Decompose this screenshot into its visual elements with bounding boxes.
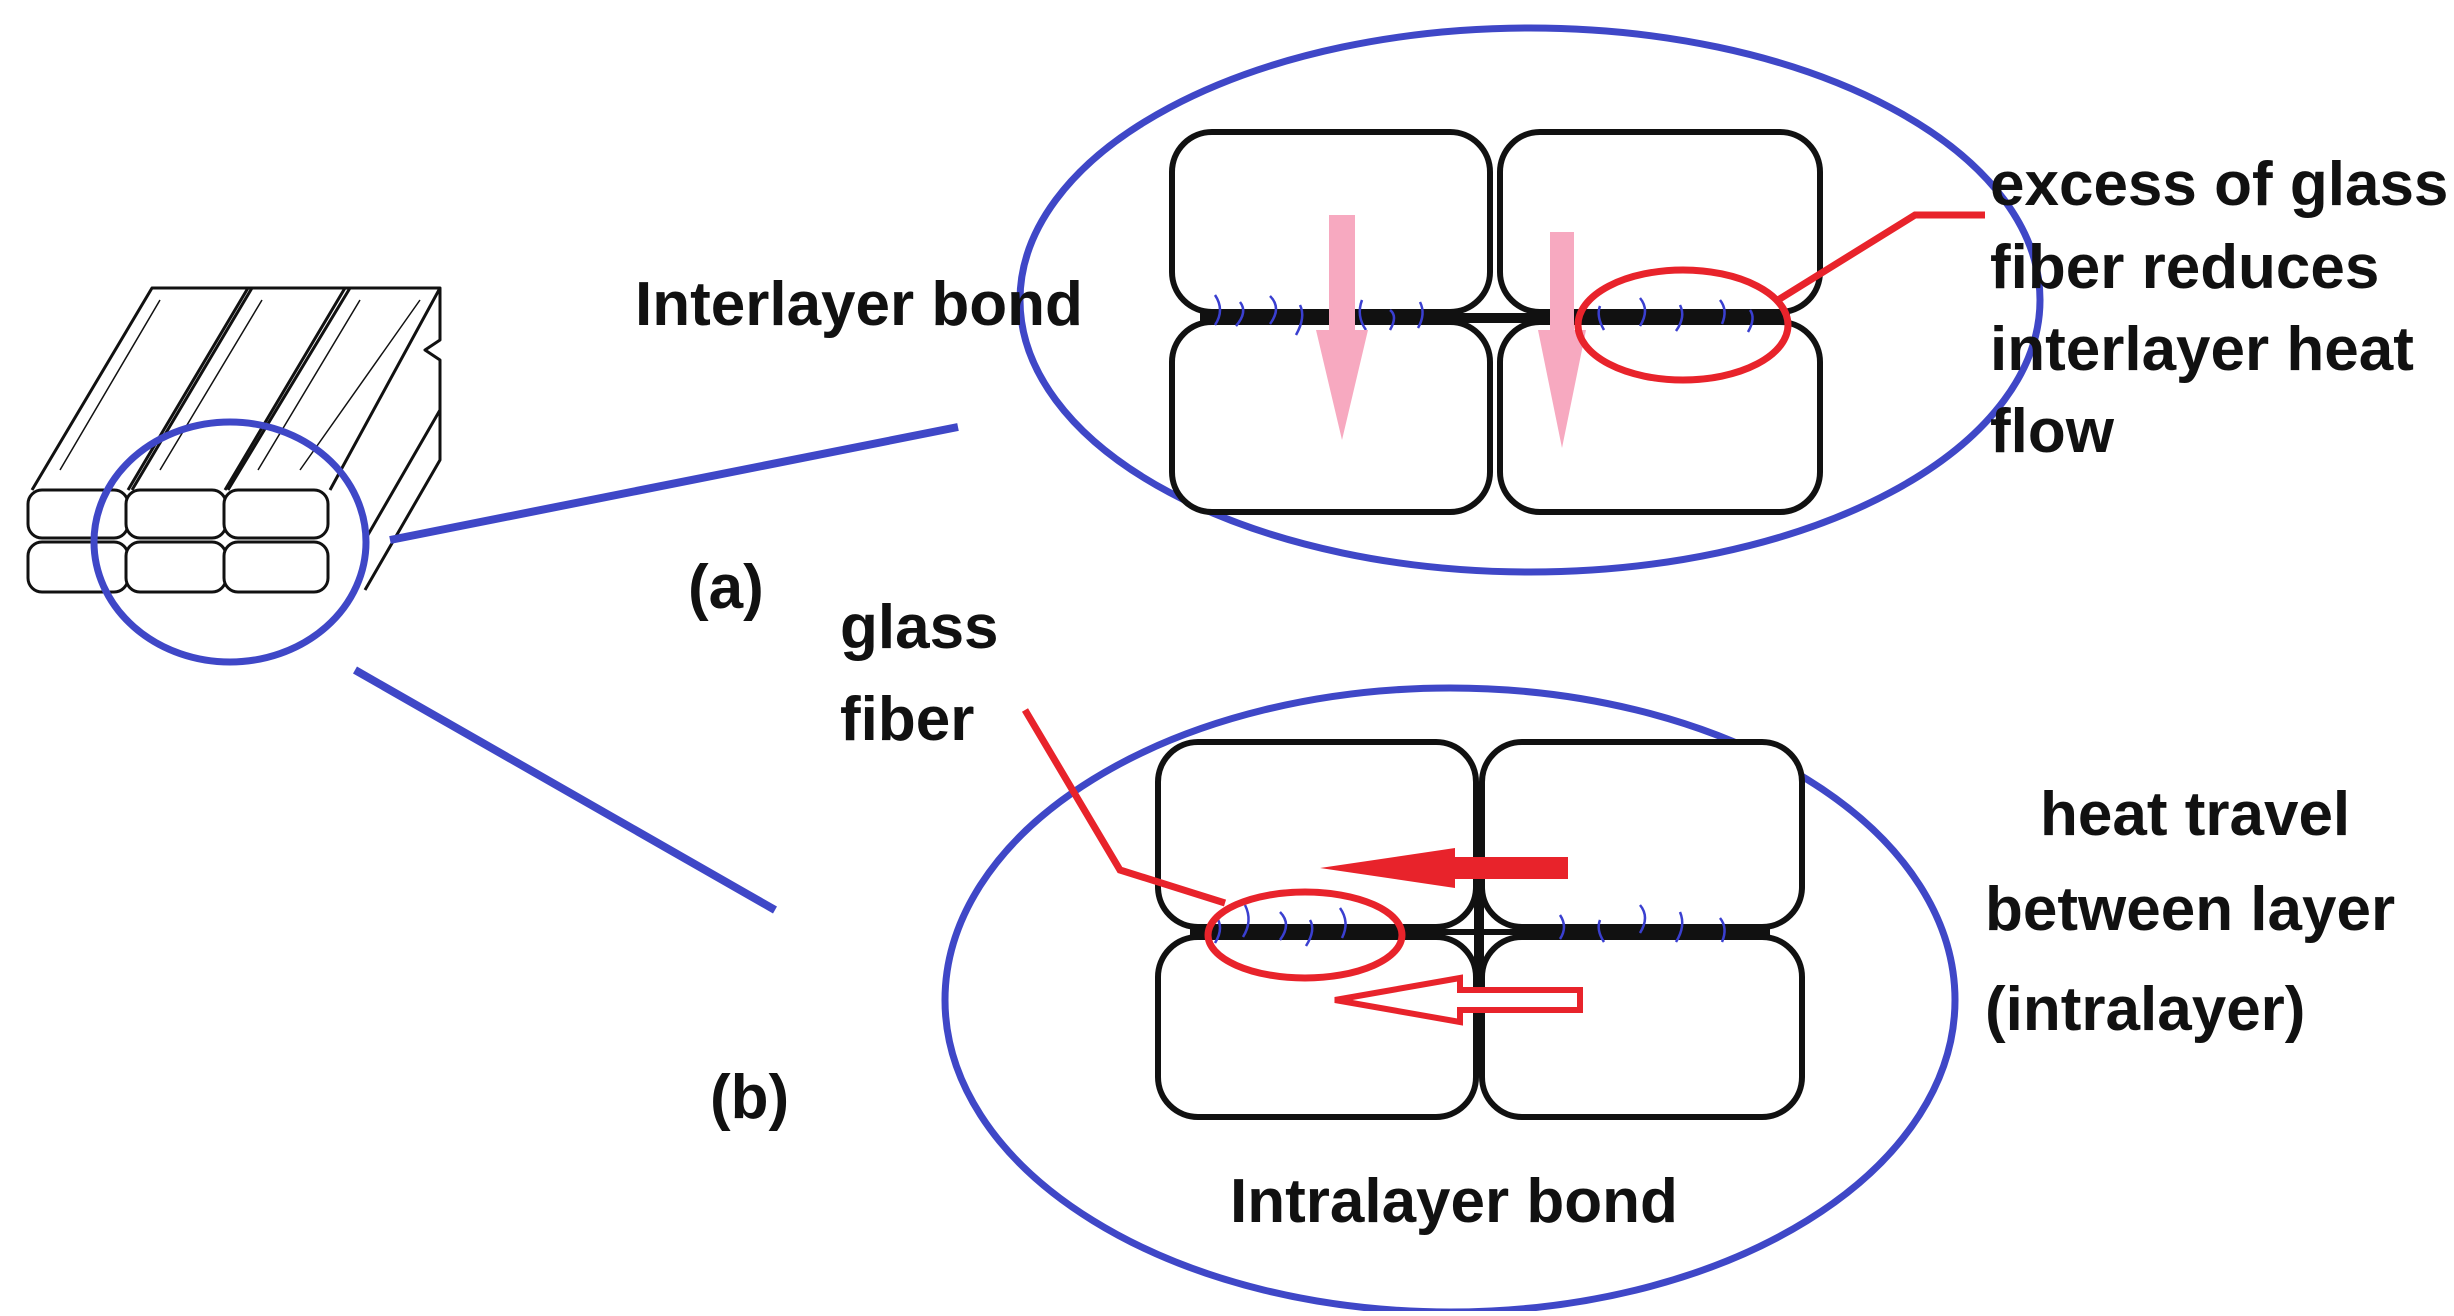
glass-fiber-highlight [1204,888,1406,982]
interlayer-title: Interlayer bond [635,270,1083,339]
side-face [363,288,442,591]
road-top-3 [223,286,442,491]
road-fiber-hint [59,299,421,471]
heat-travel-line-3: (intralayer) [1985,975,2305,1044]
front-bead [222,540,330,594]
bead [1479,739,1805,930]
excess-note-line-3: interlayer heat [1990,315,2414,384]
heat-arrow-down [1538,232,1586,448]
heat-arrow-down [1316,215,1368,440]
beads-b [1155,739,1805,1120]
heat-travel-line-2: between layer [1985,875,2395,944]
printed-part [26,286,442,594]
glass-fiber-pointer [1021,708,1227,907]
panel-a-label: (a) [688,553,764,622]
front-bead [26,540,130,594]
zoom-circle [90,418,370,666]
front-bead [222,488,330,540]
glass-fiber-label-line-1: glass [840,593,999,662]
panel-b-label: (b) [710,1063,789,1132]
excess-pointer [1776,211,1985,303]
glass-fibers-b [1213,904,1726,947]
connector-line-b [353,666,777,914]
glass-fiber-label-line-2: fiber [840,685,974,754]
front-bead [124,488,228,540]
intralayer-title: Intralayer bond [1230,1167,1678,1236]
road-top-2 [126,286,352,491]
zoom-ellipse-a [1016,24,2044,576]
front-bead [124,540,228,594]
excess-note-line-1: excess of glass [1990,150,2448,219]
fiber-excess-highlight [1574,266,1792,384]
excess-note-line-2: fiber reduces [1990,233,2379,302]
road-top-1 [30,286,254,491]
connector-line-a [389,423,959,544]
bead [1497,129,1823,315]
heat-arrow-left [1320,848,1568,888]
glass-fibers-a [1213,294,1754,336]
bead [1155,934,1479,1120]
excess-note-line-4: flow [1990,397,2115,466]
heat-travel-line-1: heat travel [2040,780,2350,849]
heat-arrow-left-outline [1334,974,1583,1026]
bead [1479,934,1805,1120]
front-bead [26,488,130,540]
